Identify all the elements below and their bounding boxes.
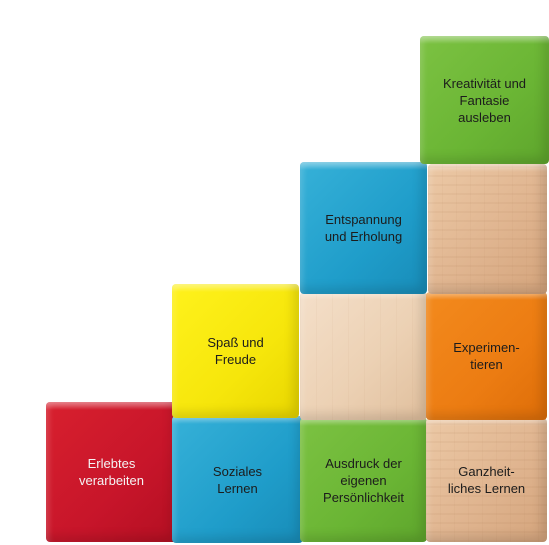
block-label: Spaß und Freude xyxy=(207,335,264,367)
block-plain-wood-upper xyxy=(428,164,547,294)
block-experimentieren: Experimen- tieren xyxy=(426,292,547,420)
block-label: Experimen- tieren xyxy=(453,340,520,372)
block-kreativitaet-fantasie: Kreativität und Fantasie ausleben xyxy=(420,36,549,164)
block-spass-und-freude: Spaß und Freude xyxy=(172,284,299,418)
block-label: Ausdruck der eigenen Persönlichkeit xyxy=(323,455,404,505)
block-label: Entspannung und Erholung xyxy=(324,212,403,244)
block-label: Kreativität und Fantasie ausleben xyxy=(442,75,527,125)
block-erlebtes-verarbeiten: Erlebtes verarbeiten xyxy=(46,402,177,542)
block-label: Soziales Lernen xyxy=(212,463,263,496)
block-entspannung-erholung: Entspannung und Erholung xyxy=(300,162,427,294)
block-ausdruck-persoenlichkeit: Ausdruck der eigenen Persönlichkeit xyxy=(300,418,427,542)
block-soziales-lernen: Soziales Lernen xyxy=(172,416,303,543)
block-plain-wood-middle xyxy=(300,292,427,420)
block-label: Ganzheit- liches Lernen xyxy=(447,464,526,496)
block-label: Erlebtes verarbeiten xyxy=(78,456,145,488)
block-ganzheitliches-lernen: Ganzheit- liches Lernen xyxy=(426,418,547,542)
